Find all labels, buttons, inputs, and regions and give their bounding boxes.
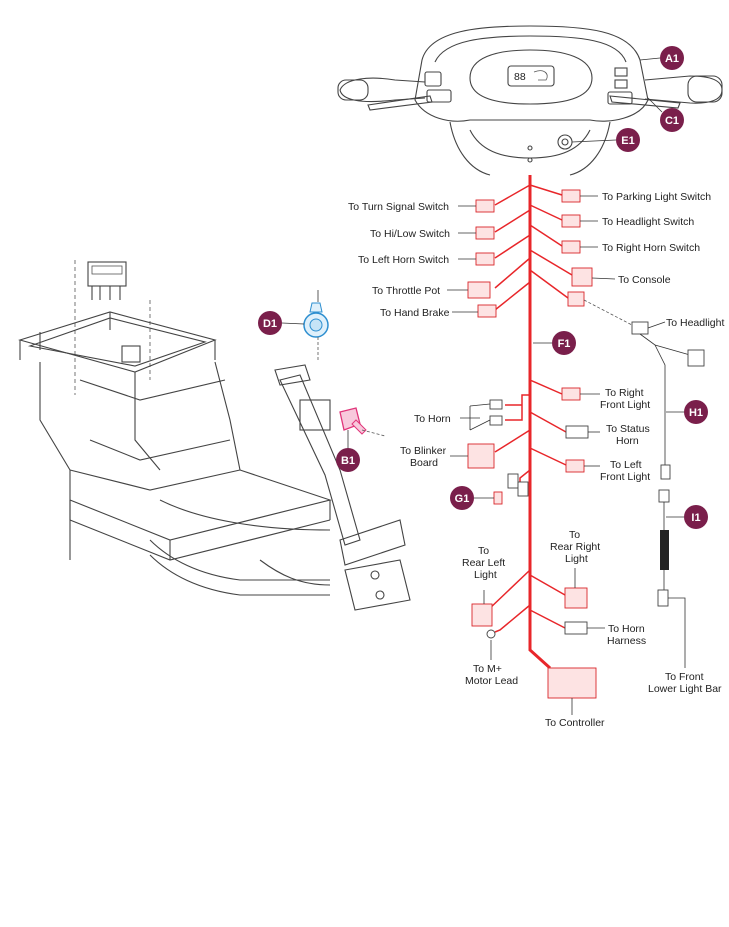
- label-controller: To Controller: [545, 717, 605, 729]
- leader-lines: [447, 195, 686, 715]
- svg-text:E1: E1: [621, 135, 634, 147]
- callout-c1: C1: [660, 108, 684, 132]
- callout-h1: H1: [684, 400, 708, 424]
- callouts: A1 C1 E1 D1 B1 F1 H1 G1 I1: [258, 46, 708, 529]
- label-rear-left-light-2: Rear Left: [462, 557, 505, 569]
- svg-text:D1: D1: [263, 318, 277, 330]
- label-rear-left-light-3: Light: [474, 569, 497, 581]
- label-hi-low-switch: To Hi/Low Switch: [370, 228, 450, 240]
- handlebar-console-illustration: 88: [337, 25, 723, 176]
- display-readout: 88: [514, 71, 526, 83]
- label-rear-right-light-2: Rear Right: [550, 541, 600, 553]
- label-hand-brake: To Hand Brake: [380, 307, 450, 319]
- callout-a1: A1: [660, 46, 684, 70]
- svg-text:F1: F1: [558, 338, 571, 350]
- label-right-front-light-2: Front Light: [600, 399, 650, 411]
- switch-b1: [339, 407, 386, 437]
- label-blinker-board-2: Board: [410, 457, 438, 469]
- label-left-front-light-1: To Left: [610, 459, 642, 471]
- label-turn-signal-switch: To Turn Signal Switch: [348, 201, 449, 213]
- callout-i1: I1: [684, 505, 708, 529]
- label-console: To Console: [618, 274, 671, 286]
- label-rear-right-light-1: To: [569, 529, 580, 541]
- label-status-horn-2: Horn: [616, 435, 639, 447]
- label-right-front-light-1: To Right: [605, 387, 644, 399]
- label-parking-light-switch: To Parking Light Switch: [602, 191, 711, 203]
- label-motor-lead-2: Motor Lead: [465, 675, 518, 687]
- label-right-horn-switch: To Right Horn Switch: [602, 242, 700, 254]
- label-front-lower-light-bar-2: Lower Light Bar: [648, 683, 722, 695]
- label-headlight: To Headlight: [666, 317, 724, 329]
- label-rear-left-light-1: To: [478, 545, 489, 557]
- label-left-front-light-2: Front Light: [600, 471, 650, 483]
- callout-d1: D1: [258, 311, 282, 335]
- label-to-horn: To Horn: [414, 413, 451, 425]
- label-horn-harness-2: Harness: [607, 635, 646, 647]
- svg-text:B1: B1: [341, 455, 355, 467]
- svg-text:A1: A1: [665, 53, 679, 65]
- callout-e1: E1: [616, 128, 640, 152]
- callout-b1: B1: [336, 448, 360, 472]
- main-harness-f1: [487, 175, 573, 670]
- callout-g1: G1: [450, 486, 474, 510]
- callout-f1: F1: [552, 331, 576, 355]
- label-front-lower-light-bar-1: To Front: [665, 671, 704, 683]
- scooter-frame-illustration: [18, 260, 411, 611]
- label-blinker-board-1: To Blinker: [400, 445, 447, 457]
- label-status-horn-1: To Status: [606, 423, 650, 435]
- headlight-harness: [583, 299, 705, 607]
- svg-text:I1: I1: [691, 512, 700, 524]
- label-motor-lead-1: To M+: [473, 663, 502, 675]
- horn-d1: [303, 290, 329, 360]
- label-headlight-switch: To Headlight Switch: [602, 216, 694, 228]
- harness-connectors: [467, 189, 597, 699]
- labels: To Turn Signal Switch To Hi/Low Switch T…: [348, 191, 724, 729]
- svg-text:G1: G1: [455, 493, 470, 505]
- svg-text:H1: H1: [689, 407, 703, 419]
- label-horn-harness-1: To Horn: [608, 623, 645, 635]
- label-throttle-pot: To Throttle Pot: [372, 285, 440, 297]
- label-rear-right-light-3: Light: [565, 553, 588, 565]
- svg-text:C1: C1: [665, 115, 679, 127]
- label-left-horn-switch: To Left Horn Switch: [358, 254, 449, 266]
